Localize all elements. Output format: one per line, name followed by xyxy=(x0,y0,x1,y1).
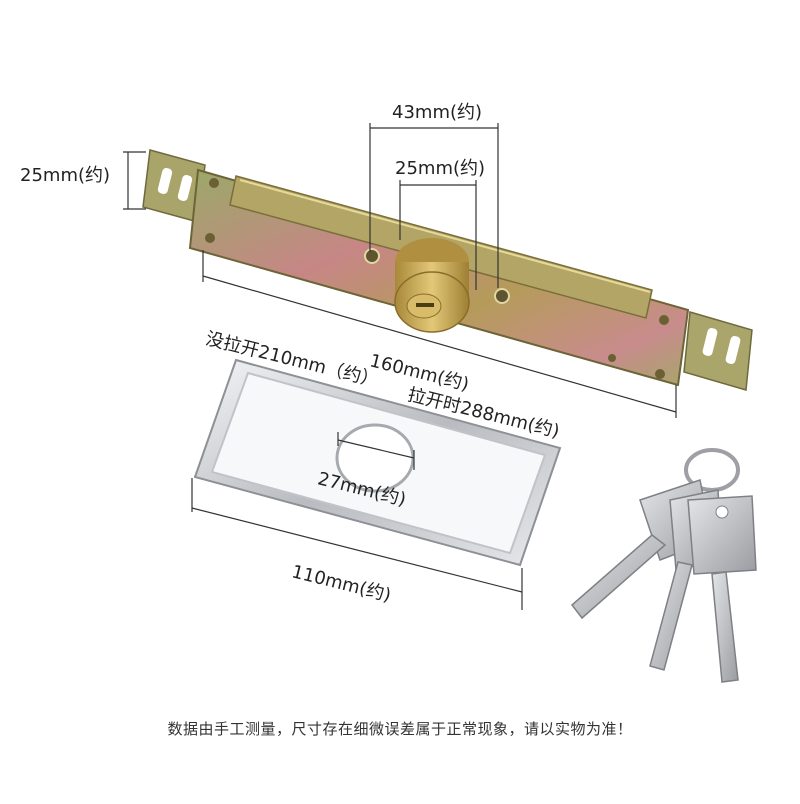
dimension-lines xyxy=(123,123,677,610)
height-25-label: 25mm(约) xyxy=(20,165,111,186)
lock-cylinder xyxy=(394,238,470,333)
lock-bar xyxy=(142,149,753,391)
escutcheon-plate xyxy=(193,358,562,567)
width-25-label: 25mm(约) xyxy=(395,158,486,179)
keys-illustration xyxy=(570,448,757,683)
disclaimer-text: 数据由手工测量，尺寸存在细微误差属于正常现象，请以实物为准！ xyxy=(167,720,633,738)
width-43-label: 43mm(约) xyxy=(392,102,483,123)
